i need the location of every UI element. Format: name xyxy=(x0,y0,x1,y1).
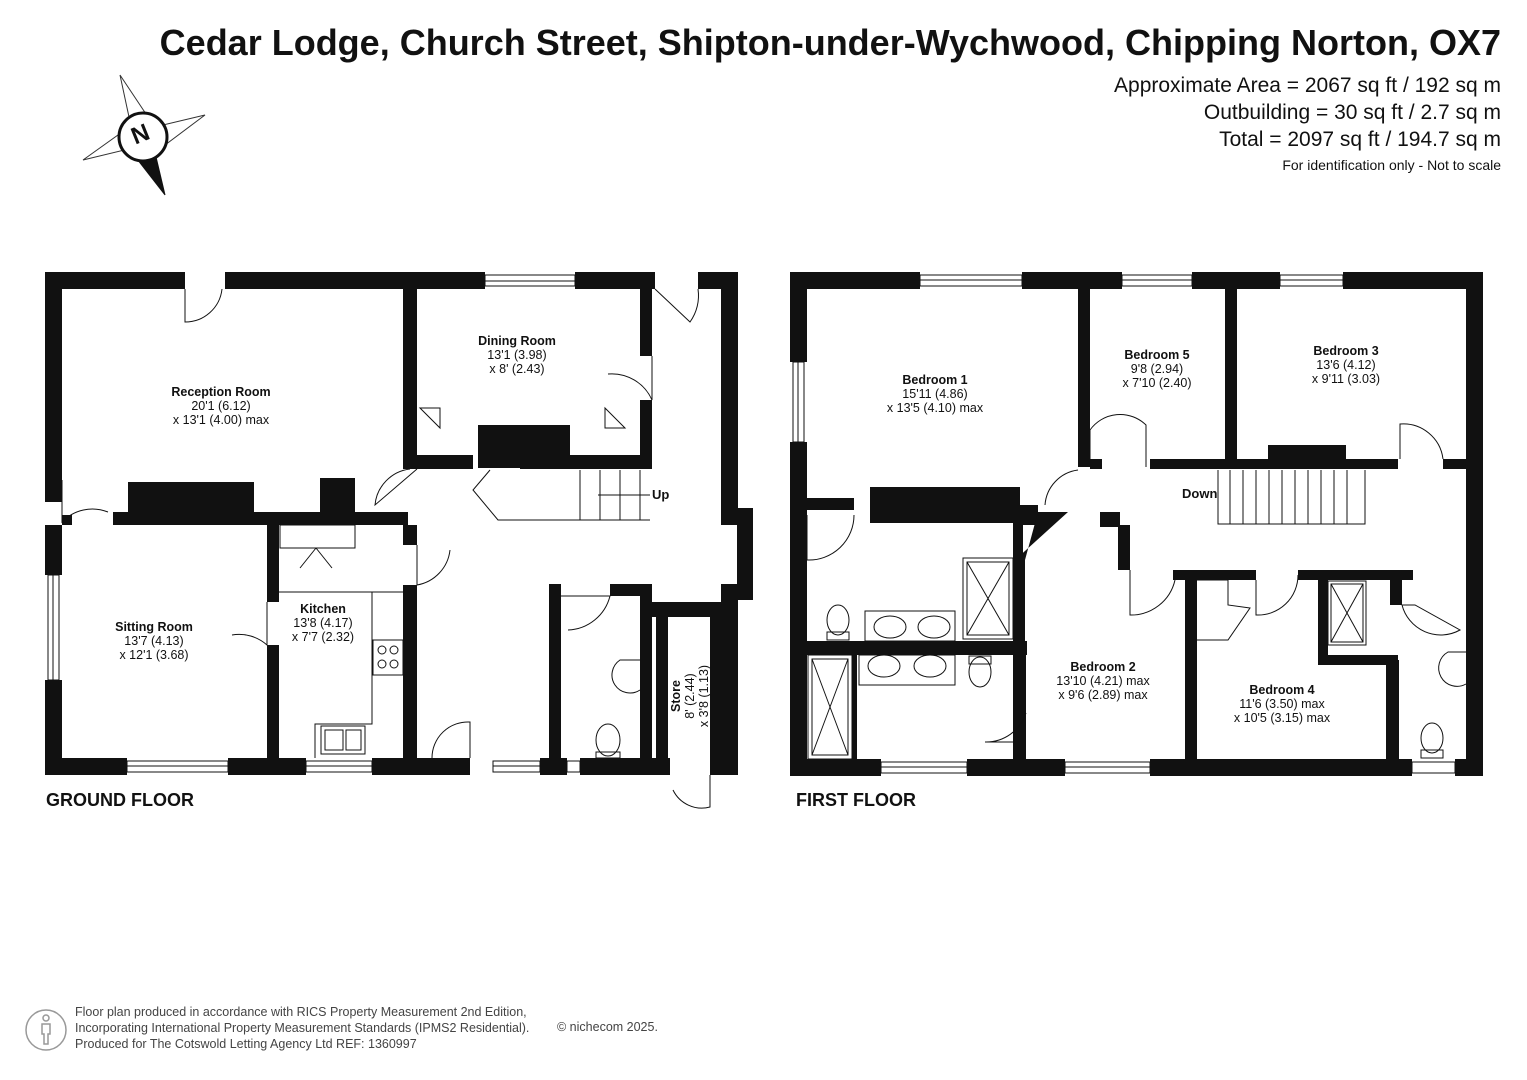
footer-line: Floor plan produced in accordance with R… xyxy=(75,1005,527,1019)
toilet-icon xyxy=(595,723,621,759)
room-label-bedroom-5: Bedroom 5 9'8 (2.94) x 7'10 (2.40) xyxy=(1122,348,1191,390)
stairs-down-label: Down xyxy=(1182,486,1218,501)
room-dimension: x 7'10 (2.40) xyxy=(1122,376,1192,390)
room-label-dining: Dining Room 13'1 (3.98) x 8' (2.43) xyxy=(478,334,556,376)
room-name: Dining Room xyxy=(478,334,556,348)
room-label-bedroom-1: Bedroom 1 15'11 (4.86) x 13'5 (4.10) max xyxy=(887,373,983,415)
basin-icon xyxy=(858,610,1467,687)
room-dimension: x 13'1 (4.00) max xyxy=(172,413,270,427)
approximate-area: Approximate Area = 2067 sq ft / 192 sq m xyxy=(1114,74,1501,97)
room-name: Bedroom 2 xyxy=(1070,660,1136,674)
room-label-reception: Reception Room 20'1 (6.12) x 13'1 (4.00)… xyxy=(171,385,270,427)
room-dimension: 11'6 (3.50) max xyxy=(1239,697,1325,711)
footer-line: Produced for The Cotswold Letting Agency… xyxy=(75,1037,417,1051)
page-title: Cedar Lodge, Church Street, Shipton-unde… xyxy=(159,22,1501,63)
ground-floor-label: GROUND FLOOR xyxy=(46,790,194,810)
room-label-sitting: Sitting Room 13'7 (4.13) x 12'1 (3.68) xyxy=(115,620,193,662)
hob-icon xyxy=(372,639,404,676)
room-dimension: 13'1 (3.98) xyxy=(487,348,547,362)
room-dimension: 13'7 (4.13) xyxy=(124,634,184,648)
room-dimension: x 3'8 (1.13) xyxy=(697,664,711,728)
room-dimension: 8' (2.44) xyxy=(683,673,697,719)
scale-disclaimer: For identification only - Not to scale xyxy=(1282,157,1501,173)
first-floor-plan xyxy=(790,272,1483,776)
ground-floor-plan xyxy=(45,272,753,775)
room-label-bedroom-3: Bedroom 3 13'6 (4.12) x 9'11 (3.03) xyxy=(1312,344,1380,386)
room-dimension: 13'10 (4.21) max xyxy=(1056,674,1150,688)
total-area: Total = 2097 sq ft / 194.7 sq m xyxy=(1219,128,1501,151)
room-dimension: 13'8 (4.17) xyxy=(293,616,353,630)
first-floor-fixtures xyxy=(792,274,1462,774)
room-name: Sitting Room xyxy=(115,620,193,634)
room-dimension: 20'1 (6.12) xyxy=(191,399,251,413)
footer-credits: Floor plan produced in accordance with R… xyxy=(75,1004,529,1052)
room-name: Kitchen xyxy=(300,602,346,616)
room-label-bedroom-4: Bedroom 4 11'6 (3.50) max x 10'5 (3.15) … xyxy=(1234,683,1330,725)
room-dimension: x 12'1 (3.68) xyxy=(119,648,189,662)
person-icon xyxy=(25,1009,67,1051)
room-name: Bedroom 4 xyxy=(1249,683,1315,697)
room-name: Store xyxy=(669,680,683,712)
room-name: Reception Room xyxy=(171,385,271,399)
room-name: Bedroom 3 xyxy=(1313,344,1379,358)
toilet-icon xyxy=(826,604,1444,759)
first-floor-label: FIRST FLOOR xyxy=(796,790,916,810)
room-dimension: x 8' (2.43) xyxy=(489,362,545,376)
room-name: Bedroom 5 xyxy=(1124,348,1190,362)
room-label-kitchen: Kitchen 13'8 (4.17) x 7'7 (2.32) xyxy=(292,602,354,644)
outbuilding-area: Outbuilding = 30 sq ft / 2.7 sq m xyxy=(1203,101,1501,124)
room-dimension: x 9'6 (2.89) max xyxy=(1058,688,1148,702)
room-label-bedroom-2: Bedroom 2 13'10 (4.21) max x 9'6 (2.89) … xyxy=(1056,660,1149,702)
sink-icon xyxy=(320,725,366,755)
room-name: Bedroom 1 xyxy=(902,373,968,387)
room-dimension: x 10'5 (3.15) max xyxy=(1233,711,1331,725)
room-label-store: Store 8' (2.44) x 3'8 (1.13) xyxy=(669,665,711,727)
stairs-up-label: Up xyxy=(652,487,670,502)
ground-floor-fixtures xyxy=(47,274,711,809)
room-dimension: x 7'7 (2.32) xyxy=(291,630,355,644)
compass-icon xyxy=(82,74,206,196)
footer-line: Incorporating International Property Mea… xyxy=(75,1021,530,1035)
basin-icon xyxy=(611,659,641,694)
room-dimension: 15'11 (4.86) xyxy=(902,387,968,401)
shower-icon xyxy=(807,557,1367,760)
room-dimension: 9'8 (2.94) xyxy=(1130,362,1184,376)
room-dimension: x 9'11 (3.03) xyxy=(1311,372,1381,386)
room-dimension: x 13'5 (4.10) max xyxy=(886,401,984,415)
room-dimension: 13'6 (4.12) xyxy=(1316,358,1376,372)
copyright: © nichecom 2025. xyxy=(557,1020,658,1034)
